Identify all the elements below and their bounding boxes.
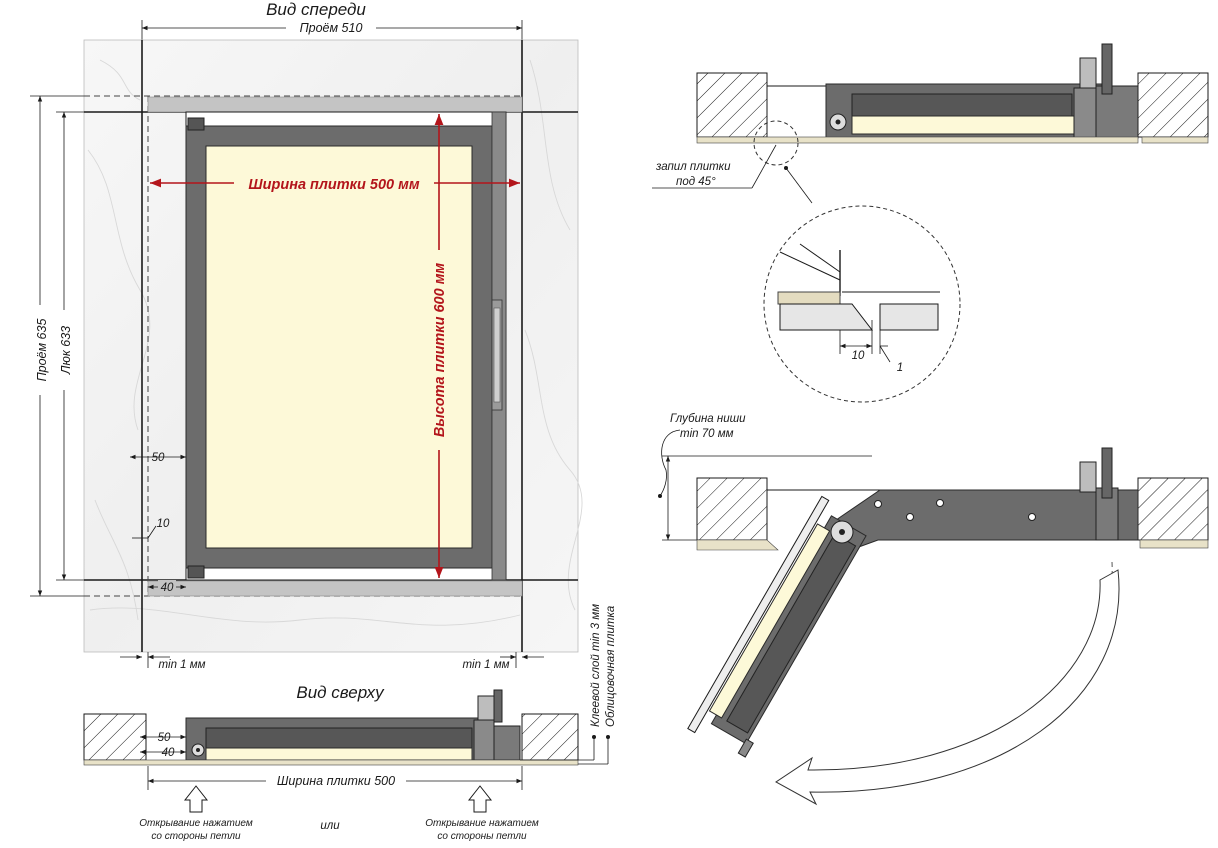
- dim-40: 40: [161, 582, 174, 594]
- open-left-line1: Открывание нажатием: [139, 818, 253, 829]
- opening-width-dim: Проём 510: [300, 21, 363, 35]
- min-gap-right: min 1 мм: [462, 659, 509, 671]
- open-arrow-left-icon: [183, 785, 209, 813]
- hatch-tile-area: [205, 145, 473, 549]
- tile-width-dim: Ширина плитки 500 мм: [248, 177, 419, 193]
- open-right-line2: со стороны петли: [437, 831, 527, 842]
- detail-dim-10: 10: [852, 350, 865, 362]
- chamfer-label-1: запил плитки: [655, 161, 731, 173]
- tile-height-dim: Высота плитки 600 мм: [432, 263, 448, 438]
- or-label: или: [320, 820, 340, 832]
- dim-50: 50: [152, 452, 165, 464]
- top-view-title: Вид сверху: [296, 683, 385, 702]
- chamfer-label-2: под 45°: [676, 176, 716, 188]
- marble-veins: [87, 59, 583, 626]
- open-right-line1: Открывание нажатием: [425, 818, 539, 829]
- open-left-line2: со стороны петли: [151, 831, 241, 842]
- niche-depth-label-2: min 70 мм: [680, 428, 734, 440]
- dim-10: 10: [157, 518, 170, 530]
- glue-layer-label: Клеевой слой min 3 мм: [590, 604, 602, 727]
- facing-tile-label: Облицовочная плитка: [605, 606, 617, 727]
- top-dim-40: 40: [162, 747, 175, 759]
- swing-arrow-icon: [775, 569, 1120, 806]
- detail-dim-1: 1: [897, 362, 903, 374]
- top-view: Вид сверху 50 40 Ширина плитки 500: [83, 604, 617, 842]
- top-dim-50: 50: [158, 732, 171, 744]
- hatch-height-dim: Люк 633: [59, 326, 73, 375]
- min-gap-left: min 1 мм: [158, 659, 205, 671]
- open-state-view: Глубина ниши min 70 мм: [658, 413, 1209, 806]
- tile-width-top-dim: Ширина плитки 500: [277, 774, 395, 788]
- front-view: Вид спереди Проём 510: [30, 0, 583, 671]
- chamfer-detail: 10 1: [763, 205, 961, 403]
- opening-height-dim: Проём 635: [35, 319, 49, 382]
- open-arrow-right-icon: [467, 785, 493, 813]
- niche-depth-label-1: Глубина ниши: [670, 413, 746, 425]
- section-view: запил плитки под 45°: [652, 43, 1209, 204]
- front-view-title: Вид спереди: [266, 0, 366, 19]
